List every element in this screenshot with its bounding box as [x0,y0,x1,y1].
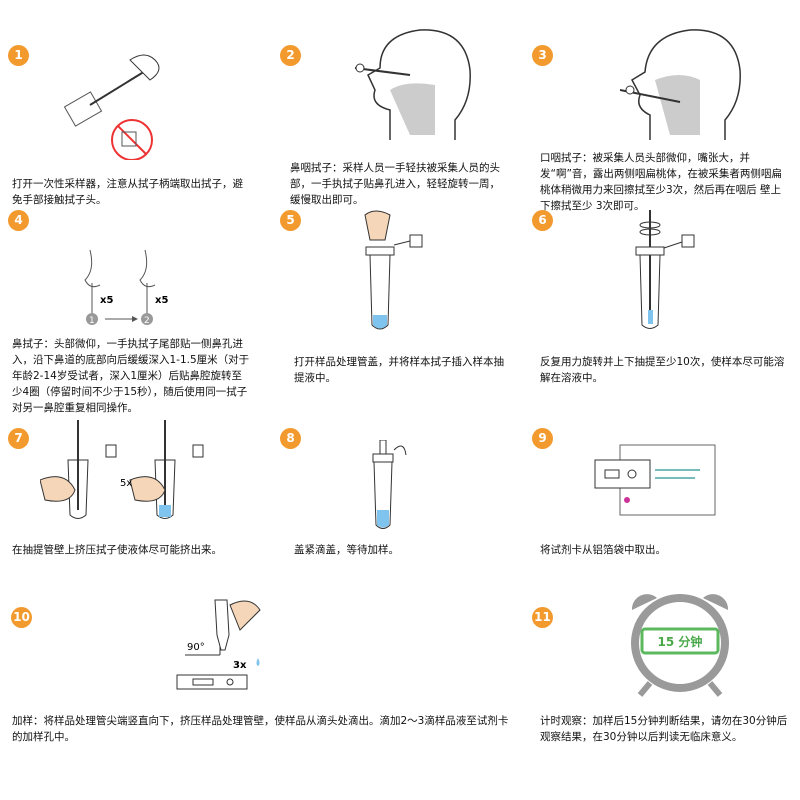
step-7-text: 在抽提管壁上挤压拭子使液体尽可能挤出来。 [12,544,222,556]
add-sample-illustration: 90° 3x [176,599,261,690]
step-8-text: 盖紧滴盖，等待加样。 [294,544,399,556]
oropharyngeal-head-illustration [620,29,741,140]
nasopharyngeal-head-illustration [354,29,471,140]
nasal-swab-illustration: x5 x5 1 2 [84,249,168,326]
squeeze-count-label: 5x [120,478,132,489]
repeat-label-right: x5 [155,295,168,306]
angle-label: 90° [187,642,205,653]
repeat-label-left: x5 [100,295,113,306]
nostril-2-label: 2 [144,316,150,326]
drops-label: 3x [233,660,247,671]
step-9-badge: 9 [532,428,553,449]
rotate-swab-illustration [635,210,695,329]
step-3-text: 口咽拭子：被采集人员头部微仰，嘴张大，并发“啊”音，露出两侧咽扁桃体，在被采集者… [540,152,782,212]
open-tube-illustration [364,210,423,330]
step-7-badge: 7 [8,428,29,449]
capped-tube-illustration [372,440,407,529]
test-card-pouch-illustration [594,444,716,516]
step-1-text: 打开一次性采样器，注意从拭子柄端取出拭子，避免手部接触拭子头。 [12,178,243,206]
step-11-badge: 11 [532,607,553,628]
step-2-badge: 2 [280,45,301,66]
step-3-badge: 3 [532,45,553,66]
step-4-text: 鼻拭子：头部微仰，一手执拭子尾部贴一侧鼻孔进入，沿下鼻道的底部向后缓缓深入1-1… [12,338,250,414]
timer-label: 15 分钟 [658,634,703,649]
nostril-1-label: 1 [89,316,95,326]
alarm-clock-icon: 15 分钟 [631,594,729,697]
step-6-badge: 6 [532,210,553,231]
step-2-text: 鼻咽拭子：采样人员一手轻扶被采集人员的头部，一手执拭子贴鼻孔进入，轻轻旋转一周，… [290,162,500,206]
step-6-text: 反复用力旋转并上下抽提至少10次，使样本尽可能溶解在溶液中。 [540,356,785,384]
squeeze-swab-illustration: 5x [40,420,204,519]
step-1-badge: 1 [8,45,29,66]
step-11-text: 计时观察：加样后15分钟判断结果，请勿在30分钟后观察结果，在30分钟以后判读无… [540,715,788,743]
step-10-text: 加样：将样品处理管尖端竖直向下，挤压样品处理管壁，使样品从滴头处滴出。滴加2～3… [12,715,509,743]
step-8-badge: 8 [280,428,301,449]
step-5-badge: 5 [280,210,301,231]
step-5-text: 打开样品处理管盖，并将样本拭子插入样本抽提液中。 [294,356,504,384]
swab-package-illustration [63,54,160,160]
step-4-badge: 4 [8,210,29,231]
step-9-text: 将试剂卡从铝箔袋中取出。 [540,544,666,556]
step-10-badge: 10 [11,607,32,628]
